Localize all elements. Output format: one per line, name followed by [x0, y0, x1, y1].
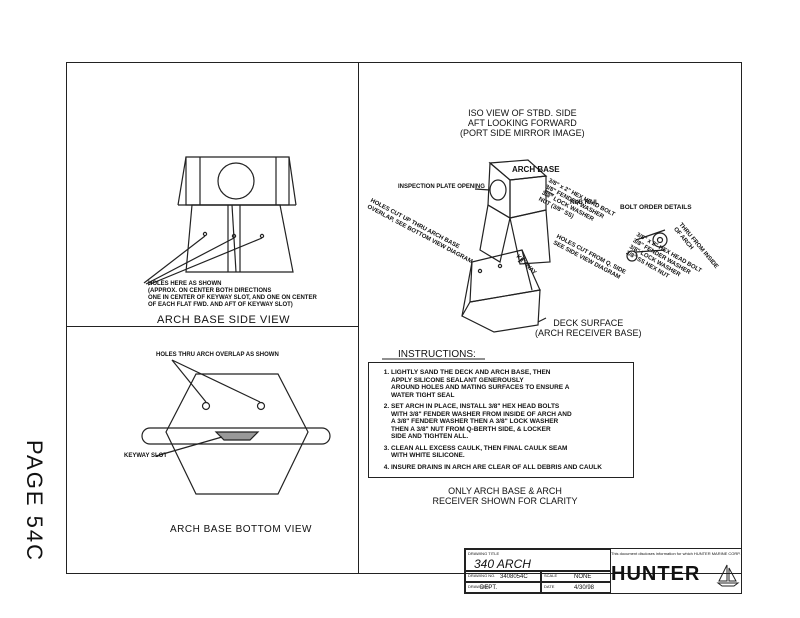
deck-surface-label: DECK SURFACE (ARCH RECEIVER BASE) [535, 318, 642, 338]
instruction-item: CLEAN ALL EXCESS CAULK, THEN FINAL CAULK… [391, 445, 625, 460]
scale-value: NONE [574, 574, 592, 580]
keyway-slot-label: KEYWAY SLOT [124, 453, 168, 459]
deck-surface-line: (ARCH RECEIVER BASE) [535, 328, 642, 338]
date-value: 4/30/98 [574, 585, 595, 591]
side-holes-note: HOLES HERE AS SHOWN (APPROX. ON CENTER B… [148, 281, 317, 309]
instructions-heading: INSTRUCTIONS: [398, 349, 476, 360]
sailboat-logo-icon [716, 564, 740, 587]
instructions-footer: ONLY ARCH BASE & ARCH RECEIVER SHOWN FOR… [400, 486, 610, 506]
footer-line: RECEIVER SHOWN FOR CLARITY [432, 496, 578, 506]
title-block: DRAWING TITLE 340 ARCH INSTALLATION DRAW… [464, 548, 742, 594]
instructions-box: LIGHTLY SAND THE DECK AND ARCH BASE, THE… [368, 362, 634, 478]
date-label: DATE [544, 584, 555, 589]
drawing-no-cell: DRAWING NO. 3408054C [465, 571, 541, 582]
side-holes-note-line: (APPROX. ON CENTER BOTH DIRECTIONS [148, 288, 272, 294]
panel-divider-vertical [358, 62, 359, 574]
drawing-frame [66, 62, 742, 574]
drawn-by-cell: DRAWN BY ENGINEERING DEPT. [465, 582, 541, 593]
footer-line: ONLY ARCH BASE & ARCH [448, 486, 562, 496]
drawing-title: 340 ARCH INSTALLATION [474, 557, 531, 571]
drawing-title-cell: DRAWING TITLE 340 ARCH INSTALLATION [465, 549, 611, 571]
iso-title-line: AFT LOOKING FORWARD [467, 118, 577, 128]
date-cell: DATE 4/30/98 [541, 582, 611, 593]
scale-label: SCALE [544, 573, 558, 578]
inspection-plate-label: INSPECTION PLATE OPENING [398, 184, 485, 190]
drawing-no: 3408054C [500, 574, 528, 580]
panel-divider-horizontal [66, 326, 359, 327]
instruction-item: SET ARCH IN PLACE, INSTALL 3/8" HEX HEAD… [391, 403, 625, 441]
side-holes-note-line: HOLES HERE AS SHOWN [148, 281, 222, 287]
rub-rail-label: RUB RAIL [570, 200, 599, 206]
arch-base-label: ARCH BASE [512, 165, 560, 174]
drawn-by-label: DRAWN BY [468, 584, 490, 589]
scale-cell: SCALE NONE [541, 571, 611, 582]
side-holes-note-line: ONE IN CENTER OF KEYWAY SLOT, AND ONE ON… [148, 295, 317, 301]
bolt-order-label: BOLT ORDER DETAILS [620, 204, 692, 211]
side-holes-note-line: OF EACH FLAT FWD. AND AFT OF KEYWAY SLOT… [148, 302, 293, 308]
side-view-caption: ARCH BASE SIDE VIEW [157, 314, 290, 326]
instruction-item: INSURE DRAINS IN ARCH ARE CLEAR OF ALL D… [391, 464, 625, 472]
drawing-title-label: DRAWING TITLE [468, 551, 500, 556]
proprietary-disclaimer: This document discloses information for … [611, 551, 741, 556]
drawing-no-label: DRAWING NO. [468, 573, 496, 578]
instruction-item: LIGHTLY SAND THE DECK AND ARCH BASE, THE… [391, 369, 625, 399]
iso-view-title: ISO VIEW OF STBD. SIDE AFT LOOKING FORWA… [460, 108, 585, 138]
drawn-by: ENGINEERING DEPT. [480, 582, 523, 591]
deck-surface-line: DECK SURFACE [553, 318, 624, 328]
company-logo-text: HUNTER [611, 563, 701, 585]
bottom-holes-note: HOLES THRU ARCH OVERLAP AS SHOWN [156, 352, 279, 358]
iso-title-line: (PORT SIDE MIRROR IMAGE) [460, 128, 585, 138]
bottom-view-caption: ARCH BASE BOTTOM VIEW [170, 524, 312, 535]
iso-title-line: ISO VIEW OF STBD. SIDE [468, 108, 577, 118]
